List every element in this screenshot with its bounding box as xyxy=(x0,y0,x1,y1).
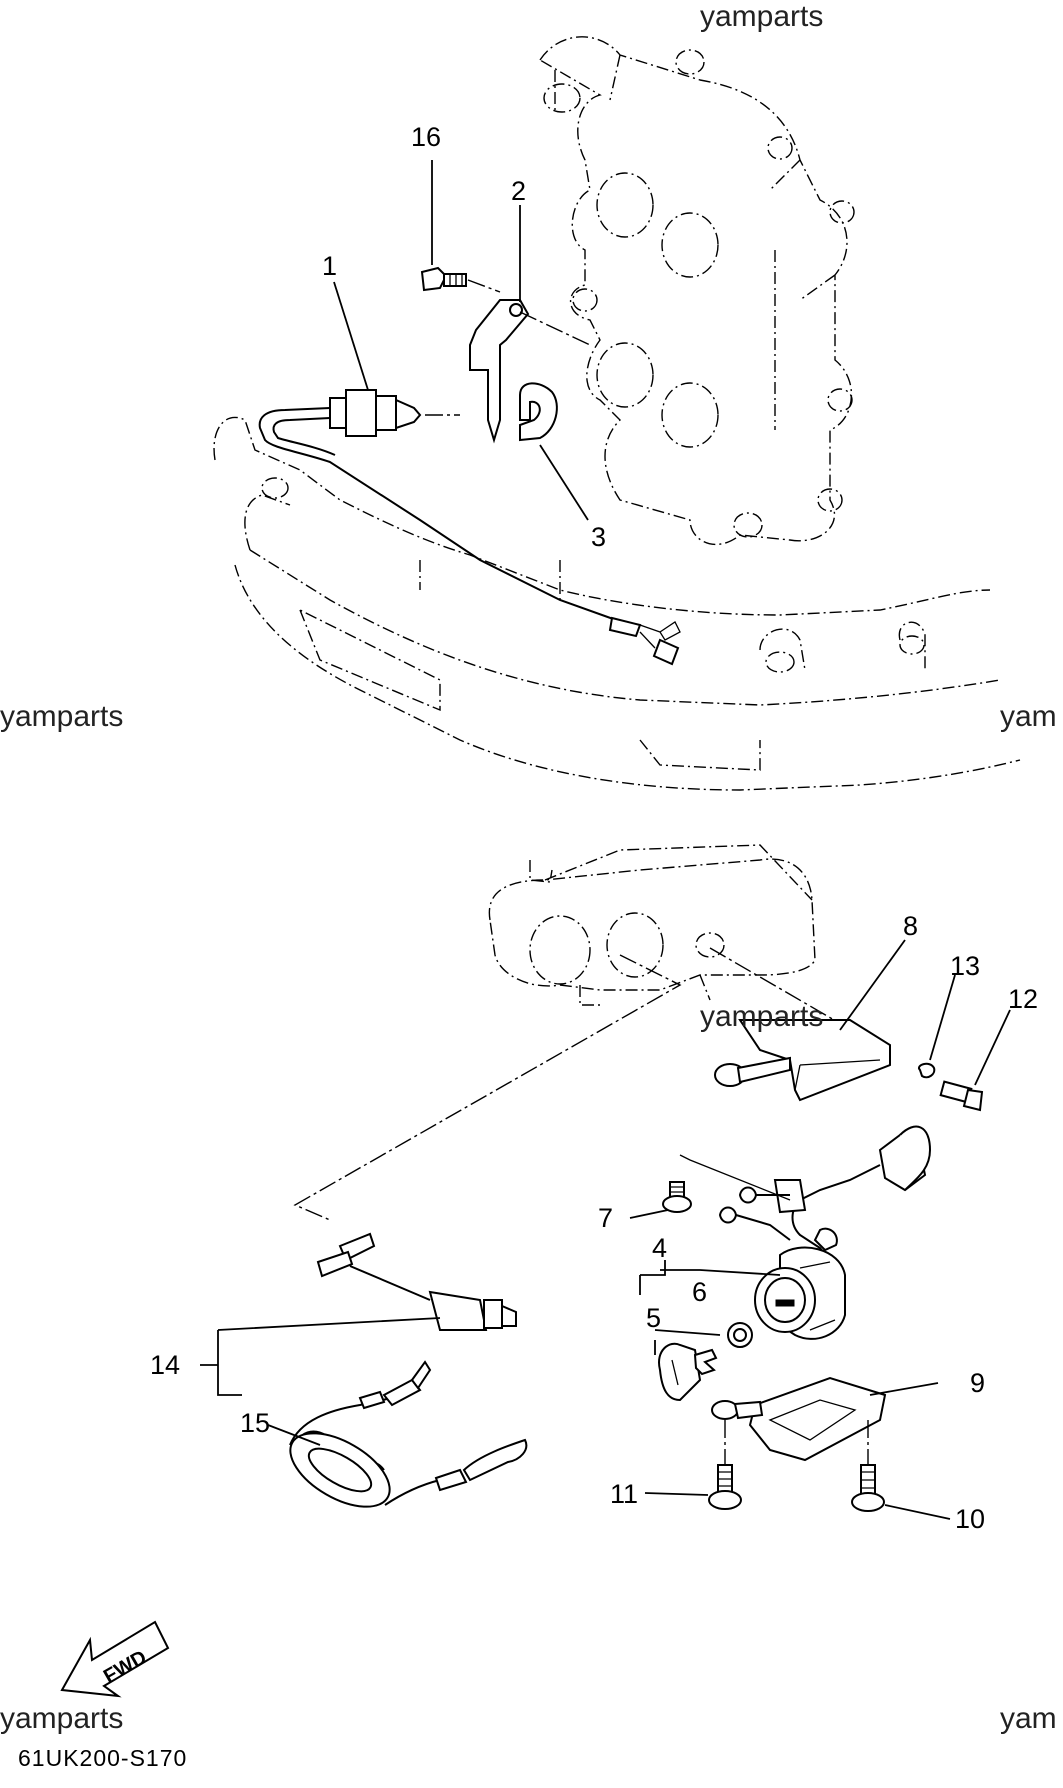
callout-8: 8 xyxy=(903,911,918,941)
callout-15: 15 xyxy=(240,1408,270,1438)
cover-plate-9 xyxy=(711,1376,887,1462)
bolt-16 xyxy=(420,266,501,293)
watermark: yamparts xyxy=(700,0,823,33)
wire-harness xyxy=(679,1125,932,1291)
callout-16: 16 xyxy=(411,122,441,152)
bolt-12 xyxy=(939,1080,984,1112)
screw-7 xyxy=(662,1181,692,1213)
cylinder-head-outline xyxy=(539,36,855,546)
callout-6: 6 xyxy=(692,1277,707,1307)
watermarks: yamparts yamparts yam yamparts yamparts … xyxy=(0,0,1057,1735)
lower-cowling-outline xyxy=(213,416,1021,791)
callout-4: 4 xyxy=(652,1233,667,1263)
screw-10 xyxy=(851,1420,885,1512)
bottom-leader-lines xyxy=(200,939,1011,1520)
callout-1: 1 xyxy=(322,251,337,281)
callout-14: 14 xyxy=(150,1350,180,1380)
diagram-code: 61UK200-S170 xyxy=(18,1745,187,1771)
callout-3: 3 xyxy=(591,522,606,552)
callout-12: 12 xyxy=(1008,984,1038,1014)
kill-switch-chain xyxy=(293,947,861,1221)
thermo-switch-1 xyxy=(258,389,681,666)
watermark: yam xyxy=(1000,1702,1057,1735)
watermark: yamparts xyxy=(0,700,123,733)
screw-11 xyxy=(708,1420,742,1510)
washer-13 xyxy=(918,1062,936,1079)
top-leader-lines xyxy=(333,160,589,521)
stop-switch-14 xyxy=(316,1232,517,1331)
callout-9: 9 xyxy=(970,1368,985,1398)
watermark: yamparts xyxy=(700,1000,823,1033)
callout-10: 10 xyxy=(955,1504,985,1534)
steering-bracket-outline xyxy=(488,844,816,1006)
clamp-3 xyxy=(519,382,558,442)
callout-7: 7 xyxy=(598,1203,613,1233)
ring-6 xyxy=(727,1322,753,1348)
watermark: yamparts xyxy=(0,1702,123,1735)
cover-8 xyxy=(714,1019,891,1102)
watermark: yam xyxy=(1000,700,1057,733)
callout-13: 13 xyxy=(950,951,980,981)
callout-labels: 1 2 3 4 5 6 7 8 9 10 11 12 13 14 15 16 xyxy=(150,122,1038,1534)
callout-2: 2 xyxy=(511,176,526,206)
callout-5: 5 xyxy=(646,1303,661,1333)
callout-11: 11 xyxy=(610,1479,638,1509)
main-switch-4 xyxy=(754,1246,846,1340)
fwd-arrow-icon: FWD xyxy=(60,1620,170,1698)
key-5 xyxy=(658,1342,718,1402)
lanyard-15 xyxy=(289,1360,528,1508)
